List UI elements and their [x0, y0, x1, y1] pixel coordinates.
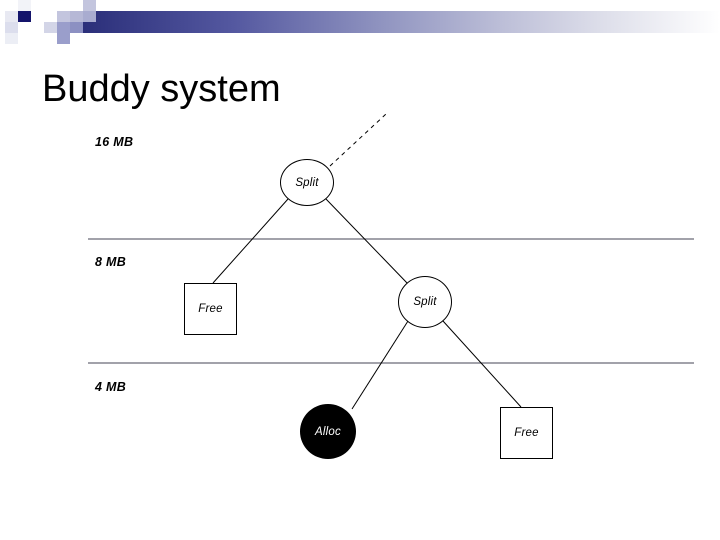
mosaic-tile [5, 22, 18, 33]
mosaic-tile [70, 11, 83, 22]
edge-split8-free4 [442, 320, 522, 408]
mosaic-tile [18, 0, 31, 11]
level-separator-lines [88, 238, 694, 364]
mosaic-tile [31, 11, 44, 22]
mosaic-tile [18, 33, 31, 44]
edge-split16-split8 [325, 198, 409, 285]
mosaic-tile [57, 22, 70, 33]
row-label-4mb: 4 MB [95, 380, 127, 394]
node-alloc-4mb[interactable]: Alloc [300, 404, 356, 459]
header-gradient-bar [44, 11, 720, 33]
mosaic-tile [5, 11, 18, 22]
mosaic-tile [44, 11, 57, 22]
mosaic-tile [57, 33, 70, 44]
row-label-8mb: 8 MB [95, 255, 127, 269]
mosaic-tile [31, 33, 44, 44]
mosaic-tile [31, 22, 44, 33]
mosaic-tile [18, 22, 31, 33]
row-label-16mb: 16 MB [95, 135, 134, 149]
mosaic-tile [83, 0, 96, 11]
mosaic-tile [70, 22, 83, 33]
edge-split16-free8 [212, 198, 289, 284]
edge-split16-callout [329, 113, 387, 167]
edge-split8-alloc4 [351, 320, 409, 410]
mosaic-tile [57, 0, 70, 11]
mosaic-tile [18, 11, 31, 22]
mosaic-tile [44, 0, 57, 11]
page-title: Buddy system [42, 68, 281, 110]
mosaic-tile [83, 11, 96, 22]
mosaic-tile [96, 0, 109, 11]
node-free-4mb[interactable]: Free [500, 407, 553, 459]
node-split-8mb[interactable]: Split [398, 276, 452, 328]
mosaic-tile [5, 33, 18, 44]
mosaic-tile [57, 11, 70, 22]
tree-connector-lines [212, 113, 522, 410]
mosaic-tile [70, 33, 83, 44]
mosaic-tile [44, 22, 57, 33]
node-split-16mb[interactable]: Split [280, 159, 334, 206]
node-free-8mb[interactable]: Free [184, 283, 237, 335]
header-decoration [0, 0, 720, 56]
mosaic-tile [70, 0, 83, 11]
mosaic-tile [44, 33, 57, 44]
mosaic-tile [31, 0, 44, 11]
